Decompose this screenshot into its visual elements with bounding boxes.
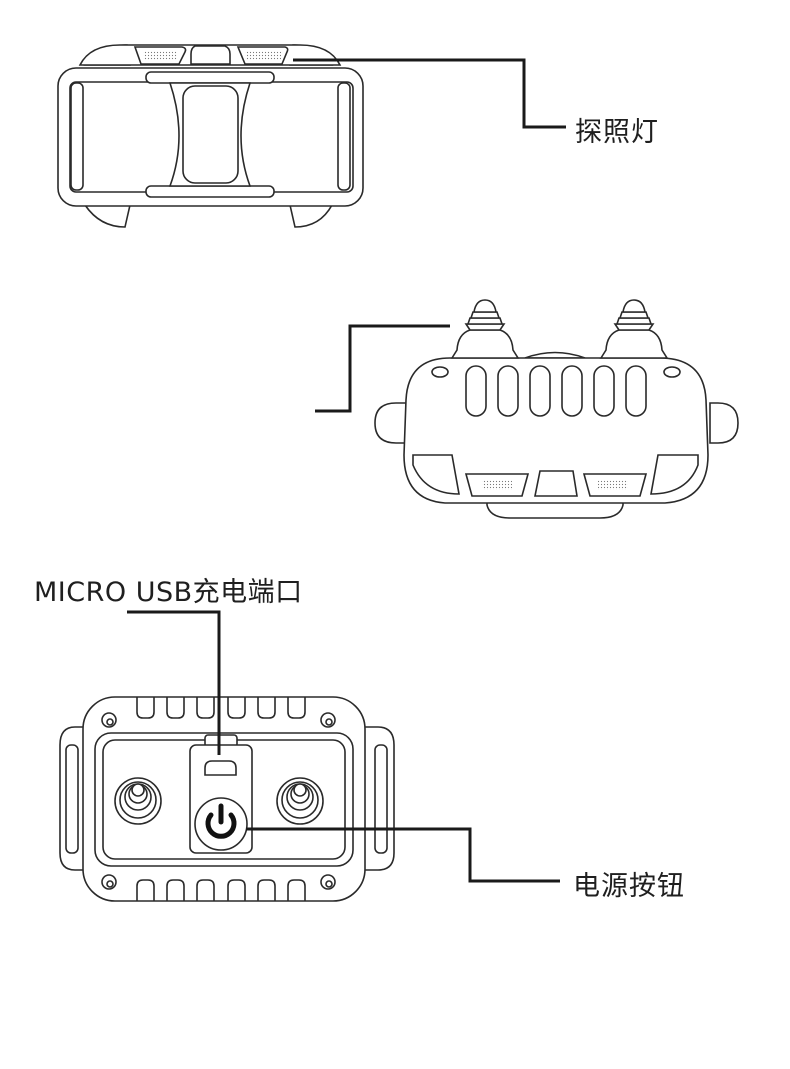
screw-left xyxy=(431,366,449,378)
antenna-right xyxy=(599,299,669,359)
bumper-bottom-right xyxy=(288,204,334,228)
strap-slot-right xyxy=(337,82,351,191)
ear-right xyxy=(709,402,739,444)
leader-power-button xyxy=(246,827,560,883)
leader-usb-port xyxy=(127,610,221,755)
front-view xyxy=(374,299,739,519)
power-icon xyxy=(205,803,237,839)
usb-port xyxy=(204,760,237,776)
contact-post-left xyxy=(114,777,162,825)
vent-slots xyxy=(465,365,647,417)
strap-loop-left-slot xyxy=(65,744,79,854)
contact-post-right xyxy=(276,777,324,825)
front-center-cap xyxy=(534,470,578,497)
center-pad xyxy=(182,85,239,184)
top-hump xyxy=(524,351,586,359)
front-light-left-grille xyxy=(482,480,512,490)
label-usb-port: MICRO USB充电端口 xyxy=(34,577,303,608)
top-view xyxy=(57,44,364,228)
antenna-left xyxy=(450,299,520,359)
front-corner-right xyxy=(650,454,699,495)
top-bar-upper xyxy=(145,71,275,84)
spotlight-right-grille xyxy=(245,51,281,60)
top-center-cap xyxy=(190,45,231,65)
back-notches-top xyxy=(136,697,306,719)
back-screws xyxy=(101,712,336,890)
strap-loop-right-slot xyxy=(374,744,388,854)
label-power-button: 电源按钮 xyxy=(573,871,685,902)
bumper-bottom-left xyxy=(83,204,132,228)
front-light-right-grille xyxy=(598,480,628,490)
leader-spotlight xyxy=(293,58,566,129)
spotlight-left-grille xyxy=(143,51,177,60)
top-bar-lower xyxy=(145,185,275,198)
ear-left xyxy=(374,402,407,444)
back-view xyxy=(59,696,395,902)
label-spotlight: 探照灯 xyxy=(575,117,659,148)
back-notches-bottom xyxy=(136,879,306,901)
screw-right xyxy=(663,366,681,378)
leader-front-unlabeled xyxy=(315,324,450,413)
front-corner-left xyxy=(412,454,460,495)
strap-slot-left xyxy=(70,82,84,191)
